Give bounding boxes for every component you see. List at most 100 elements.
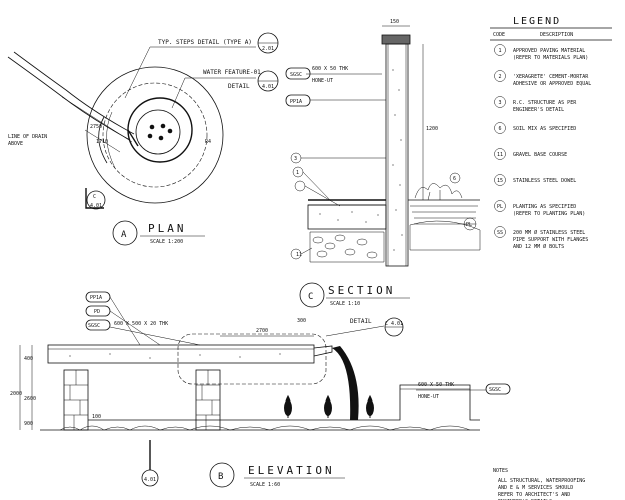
legend-header-code: CODE — [493, 32, 505, 38]
drain-end — [127, 129, 139, 147]
elev-note-left: 600 X 500 X 20 THK — [114, 321, 168, 327]
plan-title: PLAN — [148, 222, 187, 235]
elevation-top-slab — [47, 344, 315, 364]
rc-slab — [307, 204, 387, 230]
drain-channel-3 — [61, 96, 133, 143]
legend-description: APPROVED PAVING MATERIAL(REFER TO MATERI… — [513, 48, 588, 61]
elevation-marker: B — [218, 472, 223, 482]
section-tag-pp1a: PP1A — [290, 99, 302, 105]
legend-code-bubble — [494, 200, 506, 212]
callout-water-detail: DETAIL — [228, 83, 250, 90]
column-right-bricks — [196, 370, 220, 430]
elev-tag-pd: PD — [94, 309, 100, 315]
wall-stipple — [392, 69, 403, 251]
jet-5 — [167, 128, 173, 134]
section-dim-top-value: 150 — [390, 19, 399, 25]
legend-code: 6 — [498, 126, 501, 132]
jet-2 — [160, 123, 166, 129]
gravel-base — [309, 231, 385, 263]
elev-dim-left-3: 900 — [24, 421, 33, 427]
plan-step-ring — [102, 82, 208, 188]
section-marker: C — [308, 292, 313, 302]
elev-note-right-2: HONE-UT — [418, 394, 439, 400]
elev-dim-left-1: 400 — [24, 356, 33, 362]
elev-pd-leader — [109, 310, 161, 346]
detail-leader — [325, 325, 385, 337]
callout-water-arrow — [171, 77, 186, 109]
plan-label-r: R4 — [205, 139, 211, 145]
slab-stipple — [319, 211, 379, 223]
section-ref-bubble — [86, 190, 106, 210]
elevation-marker-bubble — [209, 462, 235, 488]
elev-sgsc-tag — [85, 319, 111, 331]
detail-label: DETAIL — [350, 318, 372, 325]
section-code-6-bubble — [449, 172, 461, 184]
plan-inner-basin — [127, 97, 193, 163]
wall-cap — [381, 34, 411, 45]
section-tag-sgsc: SGSC — [290, 72, 302, 78]
section-view: 150 1200 SGSC 600 X 50 THK — [285, 19, 481, 308]
column-left-bricks — [64, 370, 88, 430]
section-note-600: 600 X 50 THK — [312, 66, 348, 72]
legend-description: GRAVEL BASE COURSE — [513, 152, 567, 158]
planting-soil-hatch — [410, 205, 478, 225]
right-platform — [345, 384, 480, 421]
section-note-hone: HONE-UT — [312, 78, 333, 84]
legend-code-bubble — [494, 44, 506, 56]
legend-code: 1 — [498, 48, 501, 54]
fountain-jet-2-head — [324, 400, 332, 416]
section-sgsc-tag — [285, 67, 311, 80]
legend-code-bubble — [494, 96, 506, 108]
callout-water-ref: 4.01 — [262, 84, 274, 90]
jet-1 — [149, 124, 155, 130]
jet-3 — [147, 133, 153, 139]
elev-tag-sgsc-right: SGSC — [489, 387, 501, 393]
legend-code: 3 — [498, 100, 501, 106]
legend-items: 1 APPROVED PAVING MATERIAL(REFER TO MATER… — [494, 44, 591, 250]
soil-mound — [409, 220, 481, 251]
section-pp1a-tag — [285, 94, 311, 107]
elevation-title: ELEVATION — [248, 464, 335, 477]
legend-item: 1 APPROVED PAVING MATERIAL(REFER TO MATER… — [494, 44, 588, 61]
legend-title: LEGEND — [513, 16, 561, 27]
section-code-pl: PL — [466, 222, 472, 228]
section-code-11: 11 — [296, 252, 302, 258]
elev-dim-small: 100 — [92, 414, 101, 420]
section-title: SECTION — [328, 284, 395, 297]
legend-code-bubble — [494, 226, 506, 238]
section-cut-marker — [85, 188, 104, 209]
legend: LEGEND CODE DESCRIPTION — [490, 16, 612, 41]
plan-marker-bubble — [112, 220, 138, 246]
dim-300: 300 — [297, 318, 306, 324]
legend-code: 2 — [498, 74, 501, 80]
drain-channel-2 — [13, 51, 135, 135]
dim-span: 2700 — [256, 328, 268, 334]
fountain-jet-3-head — [366, 400, 374, 416]
section-wall — [385, 43, 409, 267]
section-marker-bubble — [299, 282, 325, 308]
callout-steps: TYP. STEPS DETAIL (TYPE A) — [158, 39, 252, 46]
legend-code-bubble — [494, 148, 506, 160]
elev-dim-total: 2000 — [10, 391, 22, 397]
plan-marker: A — [121, 230, 127, 240]
elev-sgsc-leader — [109, 326, 201, 346]
plan-center-basin — [135, 109, 181, 155]
legend-header-description: DESCRIPTION — [540, 32, 573, 38]
legend-code: SS — [497, 230, 503, 236]
elev-dim-left-2: 2600 — [24, 396, 36, 402]
notes-label: NOTES — [493, 468, 508, 474]
section-code-6: 6 — [453, 176, 456, 182]
callout-steps-ref: 2.01 — [262, 46, 274, 52]
detail-ref: C 4.01 — [385, 321, 403, 327]
section-dim-vertical-value: 1200 — [426, 126, 438, 132]
elev-tag-pp1a: PP1A — [90, 295, 102, 301]
